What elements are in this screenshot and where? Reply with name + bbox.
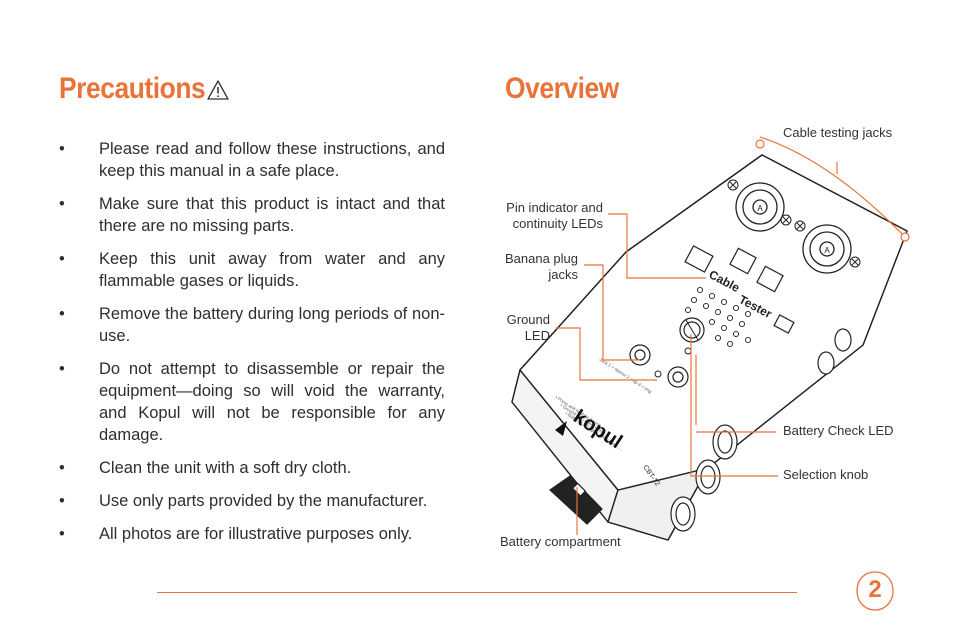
precautions-list: •Please read and follow these instructio… [59, 138, 445, 556]
label-pin-indicator: Pin indicator and continuity LEDs [506, 200, 603, 231]
page-number: 2 [868, 576, 882, 603]
xlr-jack [670, 328, 852, 532]
list-item: •Clean the unit with a soft dry cloth. [59, 459, 352, 477]
label-battery-check-led: Battery Check LED [783, 423, 894, 438]
ground-led [654, 370, 662, 378]
battery-compartment [549, 475, 603, 525]
label-ground-led: Ground LED [506, 312, 550, 343]
warning-icon [207, 80, 229, 100]
list-item: •Use only parts provided by the manufact… [59, 492, 428, 510]
led-grid [684, 286, 752, 348]
list-item: •Make sure that this product is intact a… [59, 195, 445, 235]
screw-icon [727, 179, 861, 268]
battery-check-led [684, 347, 692, 355]
network-jack [684, 245, 795, 334]
list-item: •Keep this unit away from water and any … [59, 250, 445, 290]
page-number-badge [856, 571, 894, 611]
label-battery-compartment: Battery compartment [500, 534, 621, 549]
precautions-title: Precautions [59, 72, 206, 105]
svg-text:A: A [824, 246, 830, 255]
list-item: •Please read and follow these instructio… [59, 140, 445, 180]
selection-knob [679, 317, 705, 343]
list-item: •Do not attempt to disassemble or repair… [59, 360, 445, 444]
callout-lines [556, 136, 910, 535]
footer-rule [157, 592, 797, 593]
label-cable-testing-jacks: Cable testing jacks [783, 125, 893, 140]
speakon-jack: A A [735, 182, 852, 274]
brand-mark-icon [555, 421, 567, 436]
list-item: •Remove the battery during long periods … [59, 305, 445, 345]
label-selection-knob: Selection knob [783, 467, 869, 482]
overview-title: Overview [505, 72, 619, 105]
list-item: •All photos are for illustrative purpose… [59, 525, 413, 543]
label-banana-plug: Banana plug jacks [504, 251, 578, 282]
svg-text:A: A [757, 204, 763, 213]
